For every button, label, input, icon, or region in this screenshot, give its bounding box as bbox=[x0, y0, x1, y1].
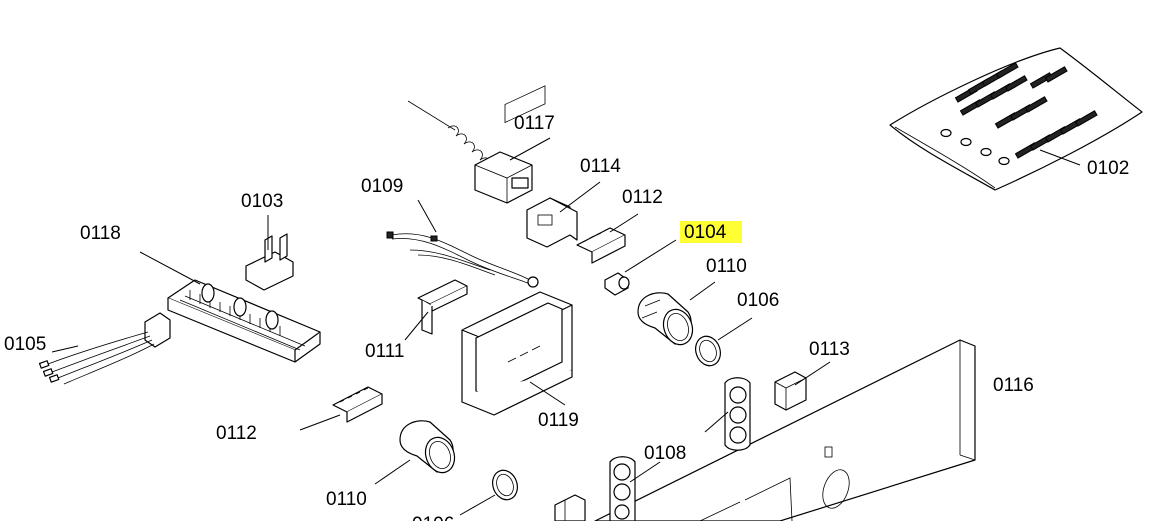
part-0113-switch[interactable]: 0113 bbox=[774, 339, 850, 411]
label-0106-top: 0106 bbox=[737, 290, 779, 311]
part-0110-knob-bottom[interactable]: 0110 bbox=[326, 420, 459, 510]
part-0106-ring-top[interactable]: 0106 bbox=[692, 290, 780, 369]
label-0117: 0117 bbox=[514, 113, 555, 134]
part-0118-switch-assembly[interactable]: 0118 bbox=[80, 223, 321, 363]
part-0103-bracket[interactable]: 0103 bbox=[241, 191, 294, 291]
label-0111: 0111 bbox=[365, 341, 404, 362]
part-0111-clip[interactable]: 0111 bbox=[365, 279, 468, 362]
label-0110-bottom: 0110 bbox=[326, 489, 367, 510]
part-0104-lamp[interactable]: 0104 bbox=[604, 221, 742, 296]
highlight-0104 bbox=[680, 221, 742, 243]
label-0105: 0105 bbox=[4, 334, 46, 355]
part-0112-clip-bottom[interactable]: 0112 bbox=[216, 386, 383, 444]
part-0114-bracket[interactable]: 0114 bbox=[526, 156, 621, 248]
part-0119-display-module[interactable]: 0119 bbox=[461, 85, 579, 431]
label-0118: 0118 bbox=[80, 223, 121, 244]
label-0102: 0102 bbox=[1087, 158, 1129, 179]
label-0119: 0119 bbox=[538, 410, 579, 431]
label-0110-top: 0110 bbox=[706, 256, 747, 277]
label-0116: 0116 bbox=[993, 375, 1034, 396]
part-partial-bottom-bracket bbox=[554, 494, 586, 521]
label-0104: 0104 bbox=[684, 222, 727, 243]
part-0105-connector[interactable]: 0105 bbox=[4, 312, 171, 385]
label-0106-bottom: 0106 bbox=[412, 514, 454, 521]
label-0109: 0109 bbox=[361, 176, 403, 197]
label-0114: 0114 bbox=[580, 156, 621, 177]
label-0108: 0108 bbox=[644, 443, 686, 464]
label-0112-bottom: 0112 bbox=[216, 423, 257, 444]
part-0116-front-panel[interactable]: 0116 bbox=[594, 339, 1034, 521]
part-0110-knob-top[interactable]: 0110 bbox=[637, 256, 747, 349]
part-0117-thermostat[interactable]: 0117 bbox=[407, 100, 555, 204]
part-0102-screw-bag[interactable]: 0102 bbox=[889, 47, 1143, 191]
part-0112-clip-top[interactable]: 0112 bbox=[576, 187, 663, 264]
part-0106-ring-bottom[interactable]: 0106 bbox=[412, 467, 521, 521]
part-0108-button-strip[interactable]: 0108 bbox=[609, 377, 751, 521]
label-0113: 0113 bbox=[809, 339, 850, 360]
part-0109-wire-harness[interactable]: 0109 bbox=[361, 176, 539, 288]
label-0112-top: 0112 bbox=[622, 187, 663, 208]
label-0103: 0103 bbox=[241, 191, 283, 212]
